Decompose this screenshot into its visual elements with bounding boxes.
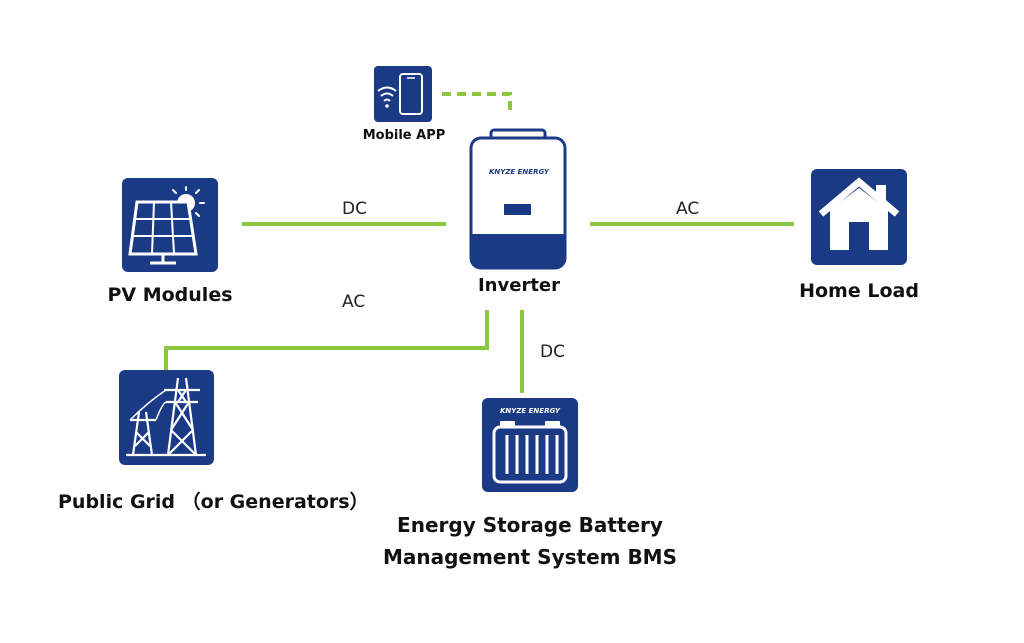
battery-label-line2: Management System BMS [382,545,677,569]
home-load-label: Home Load [799,280,919,302]
pv-inverter-dc-label: DC [342,199,367,219]
inverter-icon [469,128,567,270]
mobile-app-label: Mobile APP [362,128,446,143]
inverter-home-ac-label: AC [676,199,700,219]
grid-inverter-ac-label: AC [342,292,366,312]
public-grid-label: Public Grid （or Generators） [58,491,369,513]
mobile-app-link-line [442,92,512,116]
house-icon [811,169,907,265]
pv-modules-label: PV Modules [107,284,233,306]
inverter-brand-logo: KNYZE ENERGY [489,168,550,176]
solar-panel-icon [122,178,218,272]
wifi-phone-icon [374,66,432,122]
grid-inverter-line [164,310,489,370]
power-tower-icon [119,370,214,465]
battery-icon [482,398,578,492]
battery-inverter-dc-label: DC [540,342,565,362]
battery-label-line1: Energy Storage Battery [397,513,663,537]
inverter-label: Inverter [477,275,561,296]
battery-brand-logo: KNYZE ENERGY [500,407,561,415]
connection-lines [164,92,794,393]
